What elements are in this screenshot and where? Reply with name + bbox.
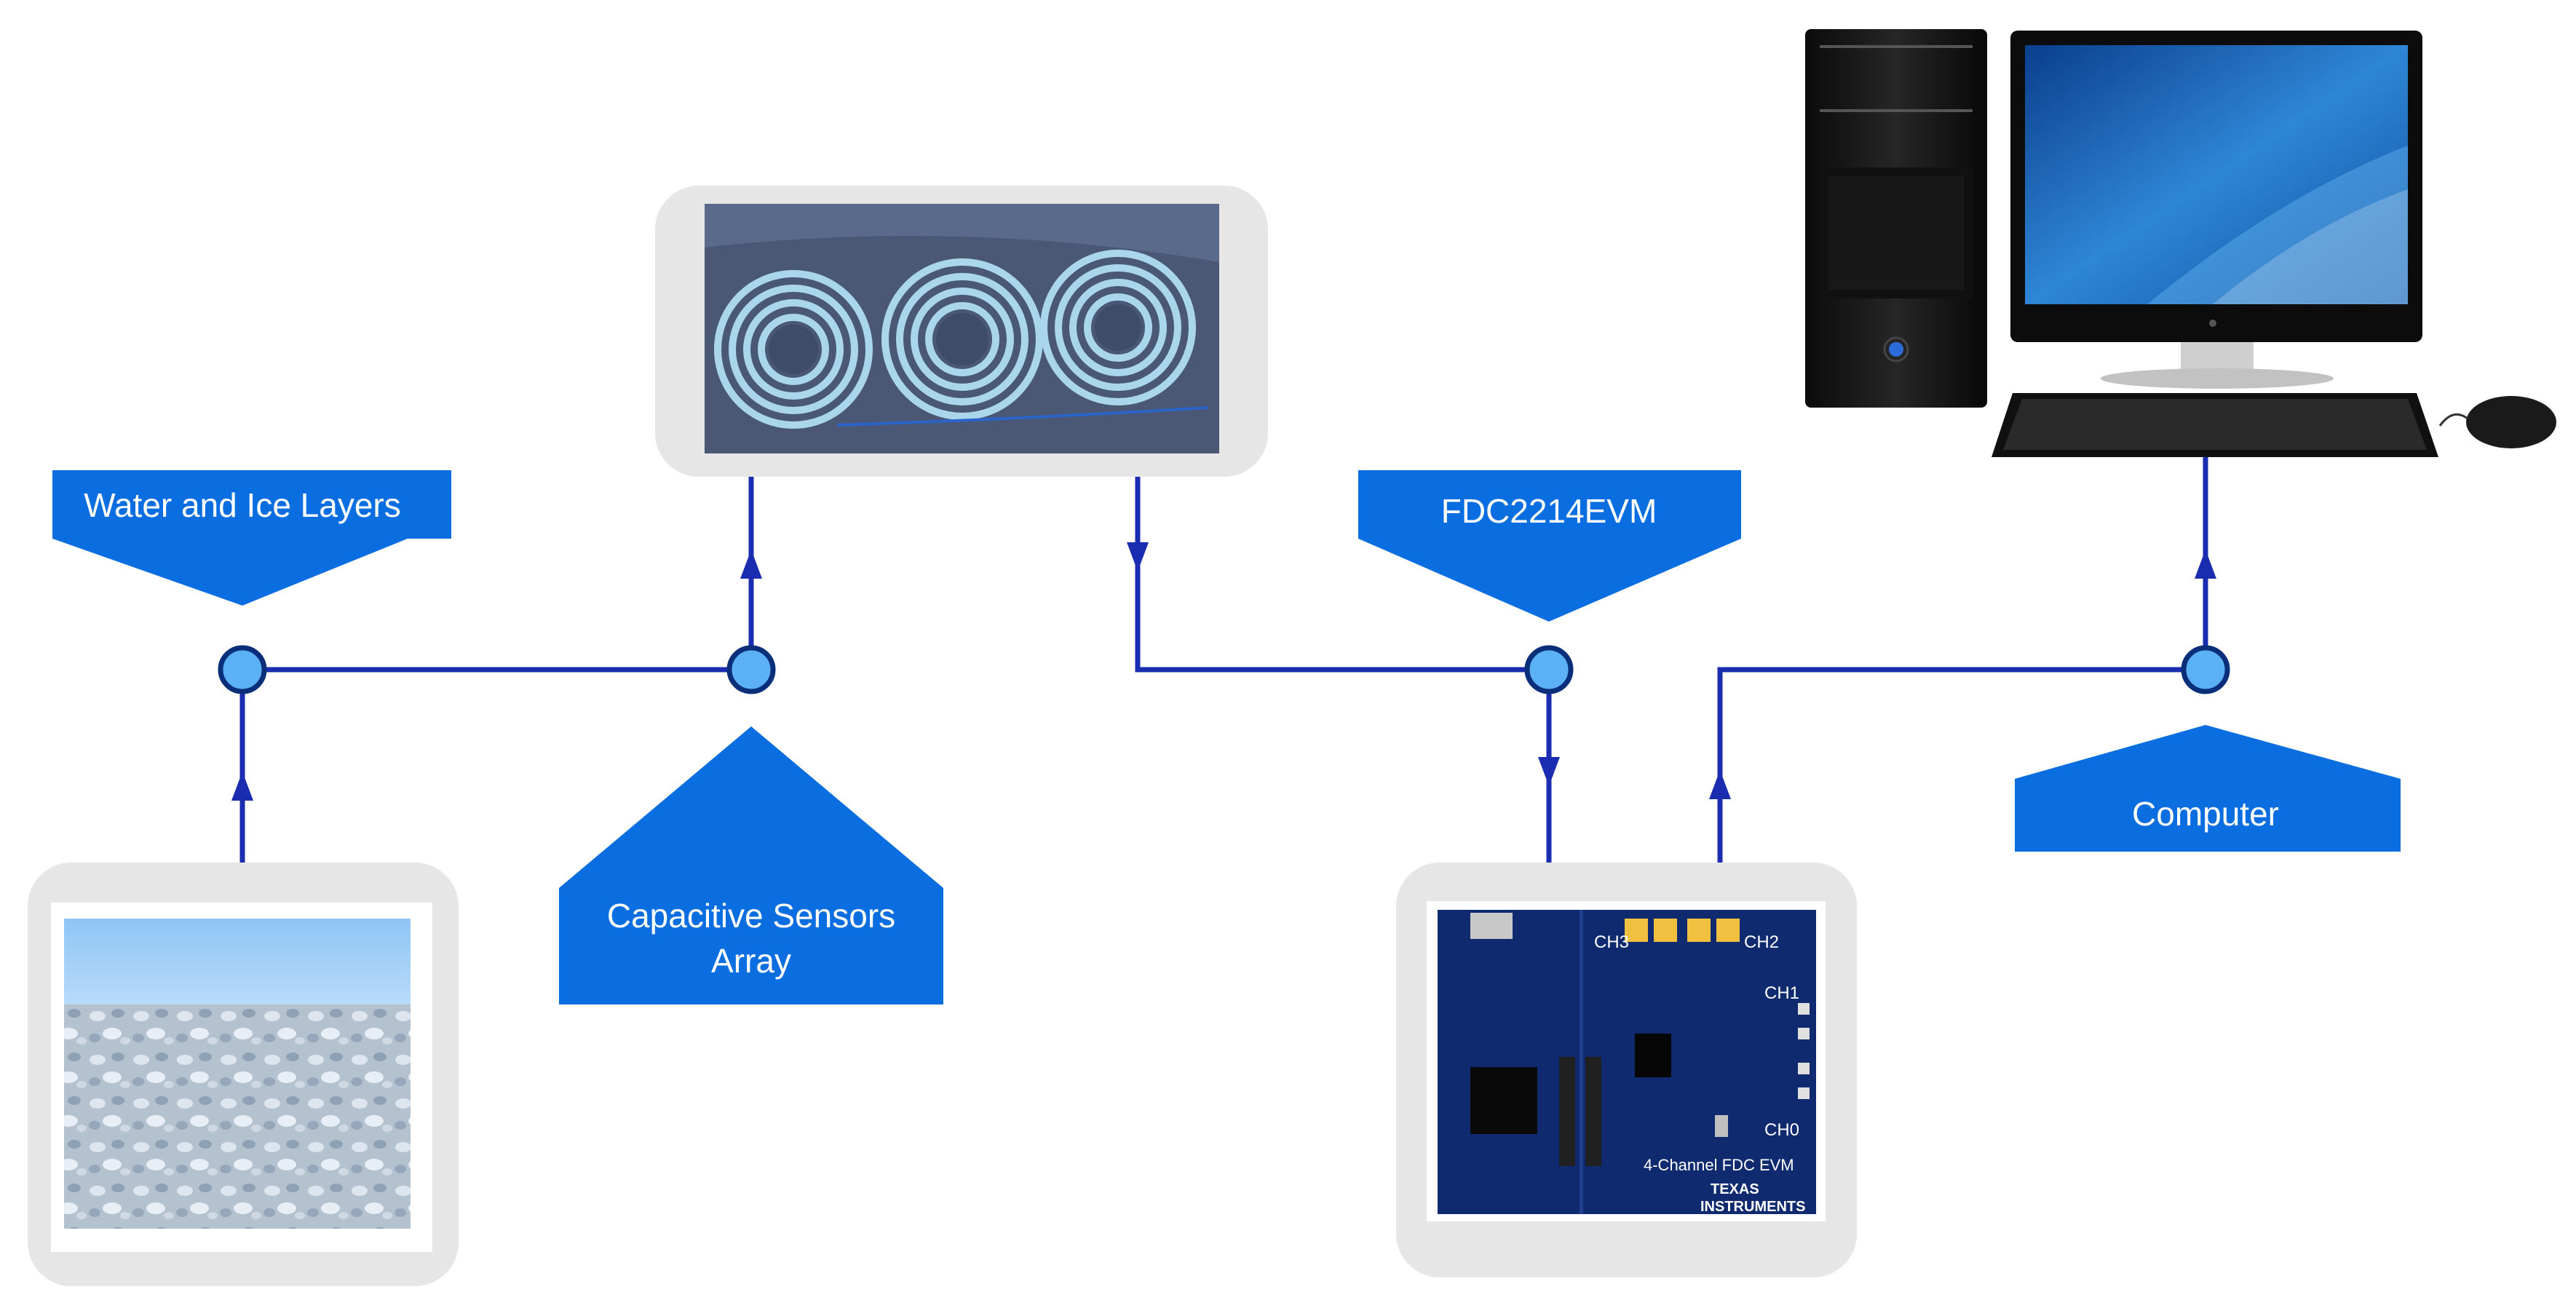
pc-monitor — [2010, 31, 2422, 389]
sensor-coils — [714, 250, 1196, 429]
photo-sensor-array — [655, 186, 1268, 477]
computer-image — [1805, 29, 2556, 457]
board-title: 4-Channel FDC EVM — [1644, 1156, 1794, 1174]
node-computer — [2181, 645, 2230, 694]
nodes — [218, 645, 2230, 694]
callout-fdc: FDC2214EVM — [1358, 470, 1741, 622]
callout-water: Water and Ice Layers — [52, 470, 451, 606]
board-label-ch2: CH2 — [1744, 932, 1779, 952]
label-sensors-line1: Capacitive Sensors — [607, 897, 895, 935]
callout-computer: Computer — [2015, 725, 2401, 852]
arrow-up-board — [1709, 770, 1731, 799]
board-brand-line1: TEXAS — [1711, 1181, 1759, 1197]
connectors — [239, 429, 2208, 863]
photo-fdc-board: CH3 CH2 CH1 CH0 4-Channel FDC EVM TEXAS … — [1396, 863, 1857, 1277]
board-label-ch0: CH0 — [1764, 1120, 1799, 1140]
callout-sensors: Capacitive Sensors Array — [559, 726, 943, 1004]
node-fdc — [1524, 645, 1574, 694]
label-computer: Computer — [2132, 795, 2279, 833]
arrowheads — [231, 542, 2216, 801]
link-sensor-photo-to-node-fdc — [1135, 477, 1549, 673]
arrow-down-sensor-out — [1127, 542, 1149, 571]
label-water-ice: Water and Ice Layers — [84, 486, 401, 524]
photo-water-ice — [28, 863, 459, 1286]
node-water — [218, 645, 267, 694]
arrow-up-computer — [2195, 550, 2216, 579]
label-fdc: FDC2214EVM — [1441, 492, 1657, 530]
board-label-ch1: CH1 — [1764, 983, 1799, 1003]
pc-keyboard — [1992, 393, 2438, 457]
pc-tower — [1805, 29, 1987, 408]
arrow-up-sensor — [740, 550, 762, 579]
label-sensors-line2: Array — [711, 942, 791, 980]
node-sensor — [726, 645, 776, 694]
pc-mouse — [2438, 396, 2556, 448]
board-brand-line2: INSTRUMENTS — [1700, 1199, 1805, 1215]
arrow-down-fdc — [1538, 757, 1560, 786]
arrow-up-water — [231, 772, 253, 801]
board-label-ch3: CH3 — [1594, 932, 1629, 952]
